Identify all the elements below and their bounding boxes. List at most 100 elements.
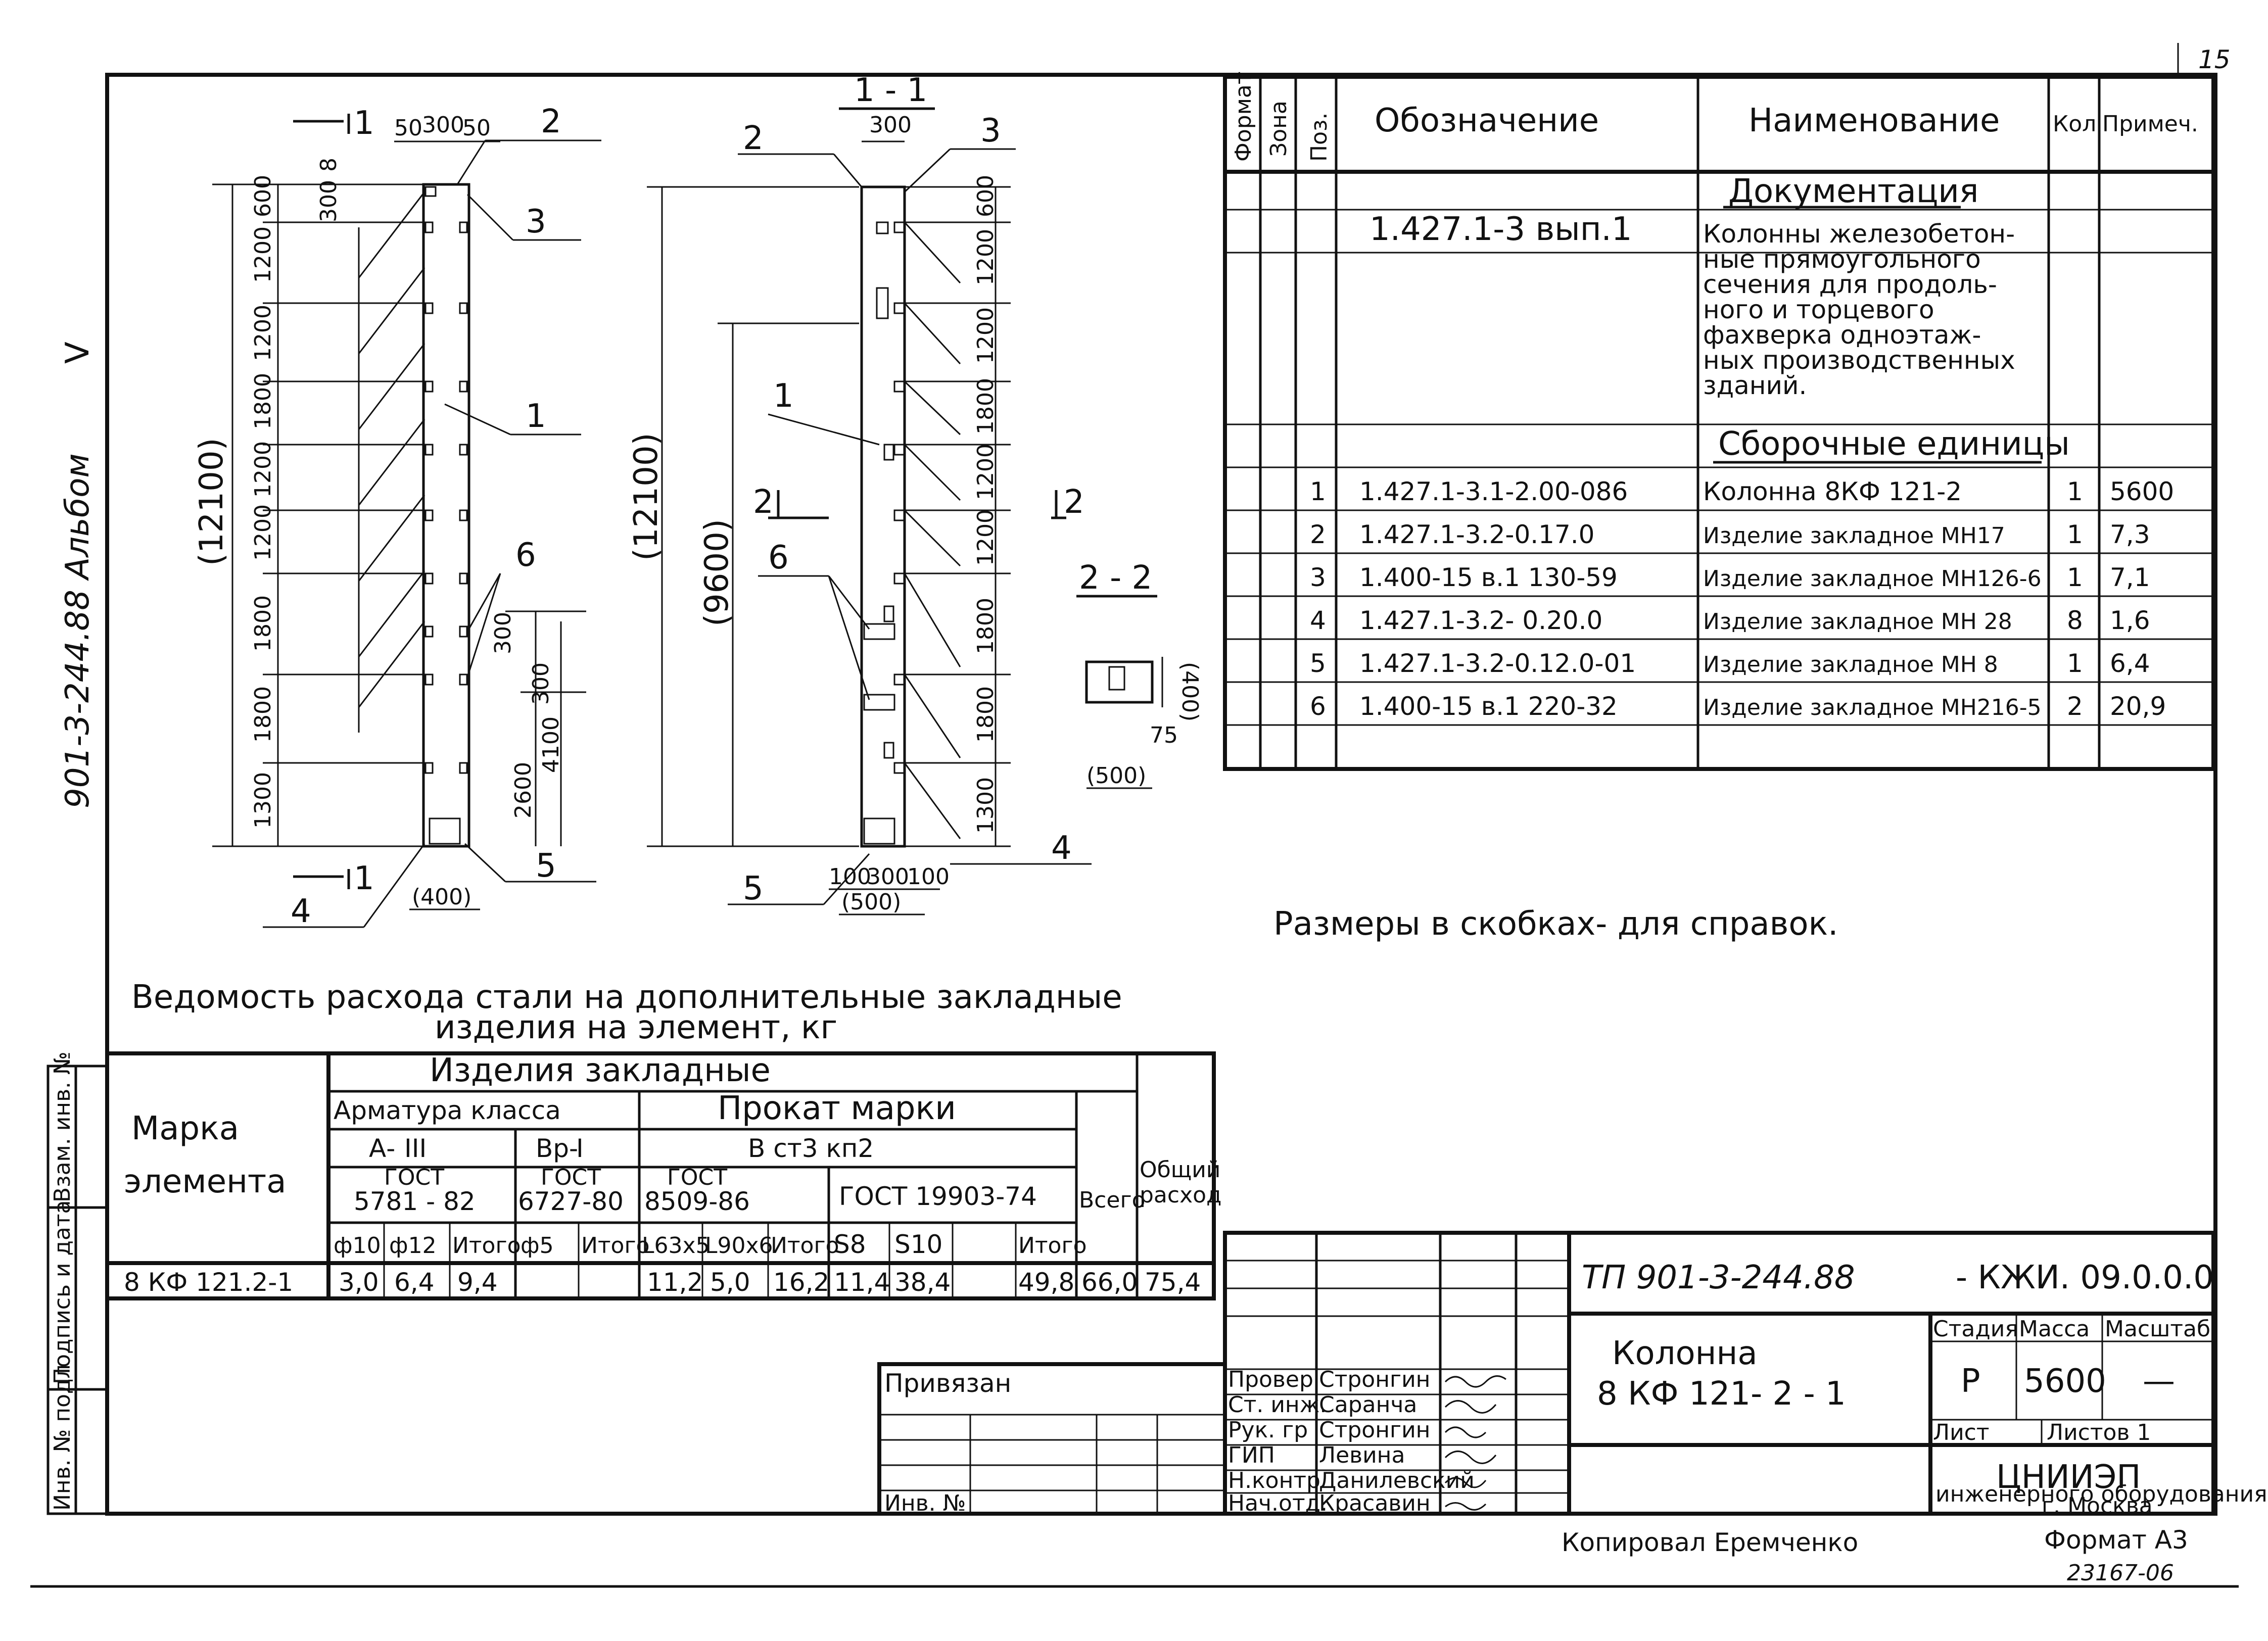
stamp-stage: Р — [1961, 1363, 1980, 1400]
stamp-role: Ст. инж. — [1228, 1392, 1327, 1418]
stamp-code-2: - КЖИ. 09.0.0.0 — [1956, 1259, 2214, 1296]
stamp-bound: Привязан — [884, 1369, 1011, 1398]
steel-h-total: Всего — [1079, 1187, 1145, 1213]
stamp-title-2: 8 КФ 121- 2 - 1 — [1597, 1375, 1846, 1413]
spec-doc-name-4: фахверка одноэтаж- — [1703, 320, 1981, 350]
front-column-body — [422, 183, 470, 848]
spec-qty: 1 — [2067, 563, 2083, 592]
stamp-inv: Инв. № — [884, 1490, 966, 1516]
steel-val-s8: 11,4 — [834, 1268, 890, 1297]
spec-note: 6,4 — [2110, 649, 2150, 678]
doc-number: 23167-06 — [2067, 1560, 2174, 1586]
side-callout-1: 1 — [773, 377, 794, 415]
side-dim-1200b: 1200 — [973, 307, 999, 364]
front-mid-2600: 2600 — [510, 762, 536, 818]
front-view: 600 1200 1200 1800 1200 1200 1800 1800 1… — [193, 103, 601, 930]
stamp-name: Красавин — [1319, 1490, 1431, 1516]
front-dim-total: (12100) — [193, 438, 230, 566]
steel-val-total-d: 49,8 — [1018, 1268, 1074, 1297]
spec-pos: 1 — [1310, 477, 1326, 506]
stamp-code: ТП 901-3-244.88 — [1582, 1259, 1855, 1296]
spec-note: 7,1 — [2110, 563, 2150, 592]
spec-h-designation: Обозначение — [1375, 102, 1599, 139]
spec-designation: 1.427.1-3.1-2.00-086 — [1359, 477, 1628, 506]
spec-row: 5 1.427.1-3.2-0.12.0-01 Изделие закладно… — [1310, 649, 2150, 678]
spec-designation: 1.427.1-3.2-0.12.0-01 — [1359, 649, 1636, 678]
steel-h-grand-1: Общий — [1140, 1157, 1220, 1183]
steel-h-gost2: ГОСТ — [541, 1165, 601, 1190]
steel-h-mark-2: элемента — [124, 1163, 286, 1200]
spec-row: 3 1.400-15 в.1 130-59 Изделие закладное … — [1310, 563, 2150, 592]
side-dim-1300: 1300 — [973, 777, 999, 834]
front-callout-6: 6 — [515, 537, 536, 574]
stamp-sheets-h: Листов 1 — [2047, 1420, 2151, 1445]
spec-h-qty: Кол — [2053, 111, 2096, 137]
front-cut-1-top: 1 — [354, 105, 374, 142]
spec-pos: 5 — [1310, 649, 1326, 678]
steel-h-a3-roman: III — [404, 1134, 427, 1163]
steel-sub-total-d: Итого — [1018, 1233, 1087, 1259]
spec-h-name: Наименование — [1749, 102, 2000, 139]
front-callout-2: 2 — [541, 103, 561, 140]
side-dim-1200c: 1200 — [973, 444, 999, 500]
side-dim-1200d: 1200 — [973, 509, 999, 566]
side-stamp: Инв. № подл Подпись и дата Взам. инв. № — [46, 1051, 109, 1515]
section-1-1-label: 1 - 1 — [854, 72, 927, 109]
steel-h-rolled: Прокат марки — [718, 1090, 956, 1127]
steel-val-total-c: 16,2 — [773, 1268, 829, 1297]
spec-note: 5600 — [2110, 477, 2174, 506]
steel-val-l90: 5,0 — [710, 1268, 750, 1297]
steel-val-s10: 38,4 — [894, 1268, 951, 1297]
side-cut-2-left: 2 — [753, 484, 774, 521]
front-mid-300a: 300 — [490, 612, 516, 654]
front-dim-1200c: 1200 — [250, 441, 276, 498]
steel-sub-l63: L63х5 — [642, 1233, 710, 1259]
front-dim-1200a: 1200 — [250, 226, 276, 283]
front-top-dim-50a: 50 — [394, 115, 422, 141]
steel-sub-s8: S8 — [834, 1230, 866, 1259]
side-bottom-500: (500) — [841, 889, 901, 915]
stamp-name: Данилевский — [1319, 1468, 1475, 1493]
stamp-scale-h: Масштаб — [2105, 1316, 2210, 1342]
steel-h-bp: Вр- — [536, 1134, 578, 1163]
stamp-role: Н.контр — [1228, 1468, 1320, 1493]
signature-marks — [1444, 1375, 1506, 1511]
spec-name: Изделие закладное МН 8 — [1703, 652, 1998, 678]
section-2-2-label: 2 - 2 — [1079, 559, 1152, 597]
steel-sub-s10: S10 — [894, 1230, 942, 1259]
stamp-stage-h: Стадия — [1933, 1316, 2018, 1342]
steel-val-grand: 75,4 — [1145, 1268, 1201, 1297]
side-bottom-100b: 100 — [907, 864, 950, 890]
spec-name: Изделие закладное МН17 — [1703, 523, 2005, 549]
spec-name: Изделие закладное МН 28 — [1703, 609, 2012, 635]
stamp-name: Левина — [1319, 1442, 1405, 1468]
steel-title-2: изделия на элемент, кг — [435, 1009, 837, 1046]
spec-h-zone: Зона — [1266, 101, 1292, 157]
stamp-name: Стронгин — [1319, 1367, 1430, 1392]
stamp-sheet-h: Лист — [1933, 1420, 1990, 1445]
spec-row: 4 1.427.1-3.2- 0.20.0 Изделие закладное … — [1310, 606, 2150, 635]
spec-qty: 1 — [2067, 477, 2083, 506]
spec-qty: 2 — [2067, 692, 2083, 721]
steel-val-l63: 11,2 — [647, 1268, 703, 1297]
s22-dim-75: 75 — [1150, 722, 1178, 748]
stamp-role: Провер — [1228, 1367, 1313, 1392]
steel-h-gost1-num: 5781 - 82 — [354, 1187, 476, 1216]
spec-doc-name-0: Колонны железобетон- — [1703, 219, 2015, 249]
front-mid-4100: 4100 — [538, 716, 564, 773]
stamp-role: ГИП — [1228, 1442, 1275, 1468]
album-roman: V — [59, 342, 97, 364]
side-dim-600: 600 — [973, 175, 999, 217]
s22-dim-500: (500) — [1086, 763, 1146, 789]
stamp-title-1: Колонна — [1612, 1335, 1758, 1372]
front-dim-1800b: 1800 — [250, 595, 276, 652]
front-dim-300-top: 300 — [316, 180, 342, 222]
side-dim-1800a: 1800 — [973, 378, 999, 435]
spec-section-doc: Документация — [1728, 173, 1978, 210]
spec-designation: 1.400-15 в.1 130-59 — [1359, 563, 1618, 592]
front-dim-1200d: 1200 — [250, 504, 276, 561]
stamp-role: Рук. гр — [1228, 1417, 1308, 1443]
steel-sub-d5: ф5 — [521, 1233, 554, 1259]
spec-qty: 8 — [2067, 606, 2083, 635]
side-dim-1800b: 1800 — [973, 598, 999, 654]
